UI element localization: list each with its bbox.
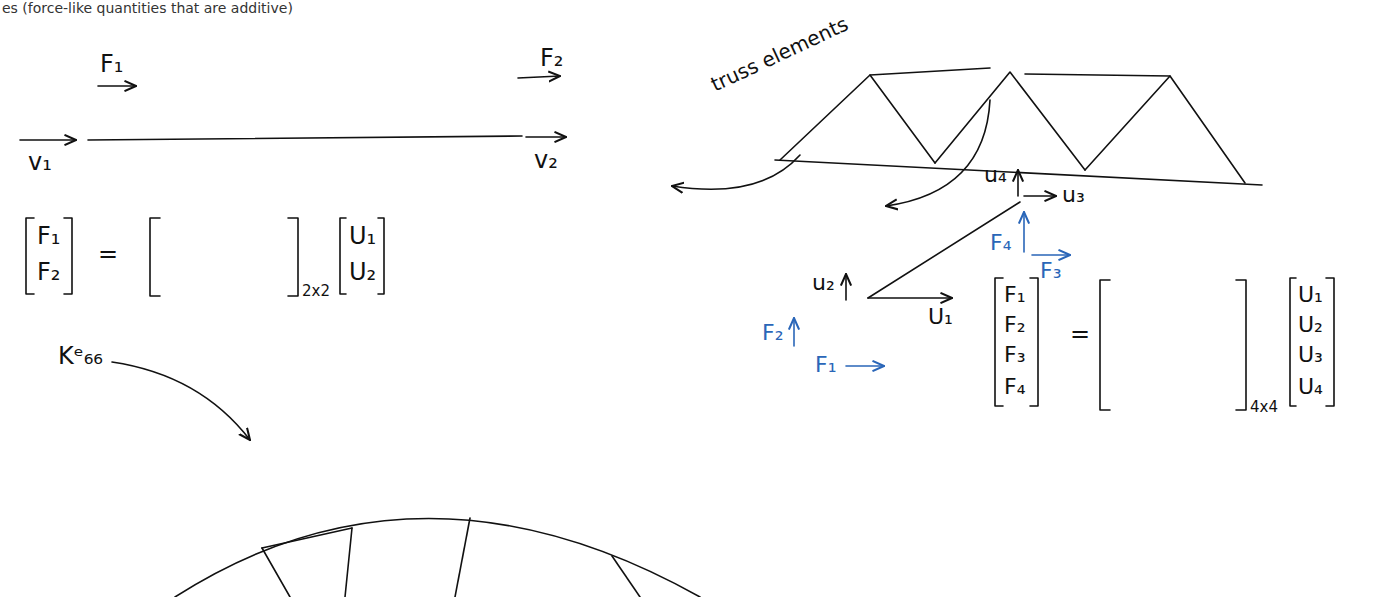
displacement-label: u₂ (812, 272, 835, 294)
matrix-size: 4x4 (1250, 400, 1278, 415)
matrix-bracket (150, 218, 160, 296)
vector-entry: F₂ (1004, 314, 1025, 336)
vector-entry: U₂ (349, 260, 376, 284)
vector-bracket (1030, 278, 1038, 406)
force-arrow (846, 365, 884, 367)
vector-entry: U₁ (1298, 284, 1323, 306)
matrix-bracket (1236, 280, 1246, 410)
force-arrow (1023, 212, 1025, 252)
vector-entry: U₂ (1298, 314, 1323, 336)
vector-entry: U₄ (1298, 376, 1323, 398)
force-arrow (98, 85, 136, 87)
force-label: F₂ (762, 322, 783, 344)
force-label: F₂ (540, 46, 563, 70)
force-label: F₁ (815, 354, 836, 376)
mesh-boundary (175, 519, 700, 597)
truss-element (1085, 76, 1245, 183)
truss-element (780, 75, 935, 163)
displacement-label: u₄ (984, 164, 1007, 186)
truss-element (868, 202, 1020, 298)
vector-entry: F₃ (1004, 344, 1025, 366)
vector-bracket (995, 278, 1003, 406)
truss-chord (1025, 74, 1170, 76)
vector-bracket (1290, 278, 1296, 406)
truss-element (935, 72, 1085, 170)
mesh-line (262, 528, 352, 548)
force-arrow (793, 318, 795, 346)
leader-arrow (886, 100, 990, 206)
mesh-line (345, 528, 352, 597)
force-label: F₄ (990, 232, 1011, 254)
displacement-arrow (20, 139, 76, 141)
displacement-label: v₁ (28, 150, 52, 174)
vector-bracket (340, 218, 346, 294)
matrix-bracket (1100, 280, 1110, 410)
force-label: F₁ (100, 52, 123, 76)
note-text: es (force-like quantities that are addit… (2, 1, 293, 15)
vector-bracket (64, 218, 72, 294)
force-arrow (1032, 254, 1070, 256)
leader-arrow (112, 362, 250, 440)
vector-entry: U₁ (349, 224, 376, 248)
stiffness-term: Kᵉ₆₆ (58, 344, 103, 368)
mesh-line (455, 518, 470, 597)
matrix-bracket (288, 218, 298, 296)
heading-note: truss elements (708, 13, 851, 94)
equals-sign: = (98, 242, 118, 266)
vector-entry: F₄ (1004, 376, 1025, 398)
vector-entry: F₁ (37, 224, 60, 248)
displacement-arrow (526, 136, 566, 138)
displacement-label: v₂ (534, 148, 558, 172)
displacement-label: u₃ (1062, 184, 1085, 206)
displacement-arrow (1017, 170, 1019, 196)
vector-entry: U₃ (1298, 344, 1323, 366)
mesh-line (262, 548, 290, 597)
vector-entry: F₁ (1004, 284, 1025, 306)
truss-chord (870, 68, 990, 75)
vector-entry: F₂ (37, 260, 60, 284)
mesh-line (612, 556, 640, 597)
force-arrow (518, 76, 560, 78)
displacement-arrow (868, 297, 952, 299)
matrix-size: 2x2 (302, 284, 330, 299)
leader-arrow (672, 155, 800, 189)
displacement-label: U₁ (928, 306, 953, 328)
force-label: F₃ (1040, 260, 1061, 282)
bar-element (88, 136, 522, 140)
equals-sign: = (1070, 322, 1090, 346)
vector-bracket (1326, 278, 1334, 406)
displacement-arrow (1024, 195, 1056, 197)
displacement-arrow (845, 274, 847, 300)
vector-bracket (26, 218, 34, 294)
vector-bracket (378, 218, 384, 294)
